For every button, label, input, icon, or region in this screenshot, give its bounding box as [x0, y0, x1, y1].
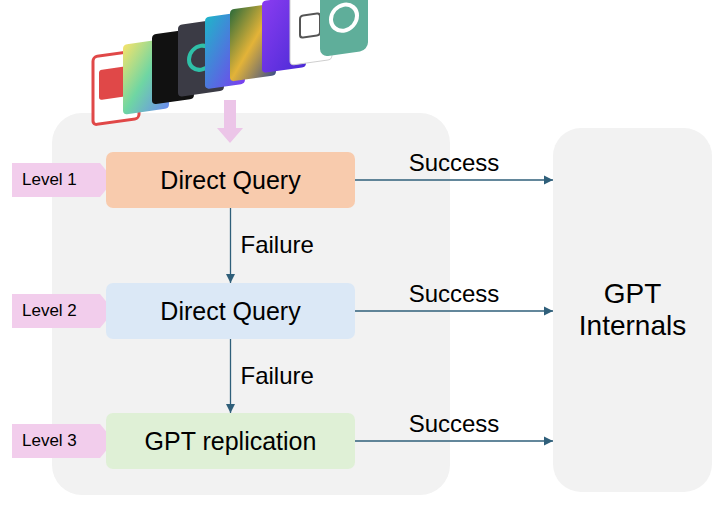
flow-arrow — [355, 179, 553, 180]
node-label: GPT replication — [145, 427, 317, 456]
level-tag: Level 1 — [12, 163, 114, 197]
input-arrow — [217, 100, 243, 143]
flow-arrow — [230, 208, 231, 283]
tag-outline — [12, 294, 114, 328]
node-label: GPT Internals — [567, 278, 698, 342]
level-tag: Level 2 — [12, 294, 114, 328]
edge-label: Success — [409, 281, 500, 307]
flow-arrow — [230, 339, 231, 413]
node-label: Direct Query — [160, 297, 300, 326]
level-tag: Level 3 — [12, 424, 114, 458]
edge-label: Success — [409, 411, 500, 437]
edge-label: Success — [409, 150, 500, 176]
node-label: Direct Query — [160, 166, 300, 195]
process-box: Direct Query — [106, 283, 355, 339]
flow-arrow — [355, 310, 553, 311]
group-panel — [52, 113, 450, 495]
level-label: Level 3 — [22, 431, 77, 451]
tag-outline — [12, 163, 114, 197]
flow-arrow — [355, 440, 553, 441]
process-box: Direct Query — [106, 152, 355, 208]
level-label: Level 2 — [22, 301, 77, 321]
target-panel: GPT Internals — [553, 128, 712, 492]
level-label: Level 1 — [22, 170, 77, 190]
edge-label: Failure — [241, 363, 314, 389]
tag-outline — [12, 424, 114, 458]
edge-label: Failure — [241, 232, 314, 258]
process-box: GPT replication — [106, 413, 355, 469]
